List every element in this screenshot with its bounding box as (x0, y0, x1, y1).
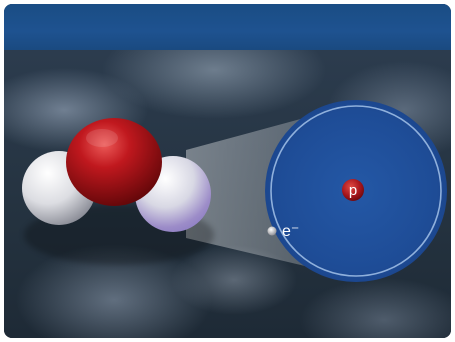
oxygen-atom (66, 118, 162, 206)
water-molecule-scene: p e⁻ (4, 50, 451, 338)
electron-orbit (270, 105, 442, 277)
electron-label: e⁻ (282, 223, 299, 240)
header-band (4, 4, 451, 50)
scene-graphic: p e⁻ (22, 100, 447, 282)
oxygen-highlight (86, 129, 118, 147)
illustration-frame: p e⁻ (4, 4, 451, 338)
proton-label: p (349, 182, 357, 199)
electron (267, 226, 277, 236)
proton (342, 179, 364, 201)
